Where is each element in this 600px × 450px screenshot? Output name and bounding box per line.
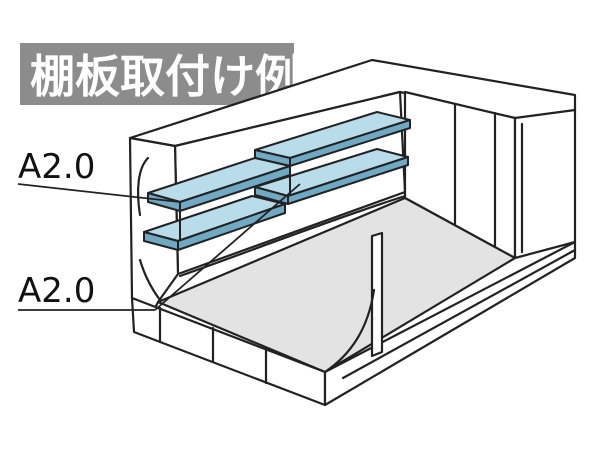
- shelf-upper-front: [147, 157, 291, 212]
- shelf-side: [287, 156, 409, 205]
- right-pillar: [513, 108, 577, 260]
- label-upper-a2: A2.0: [18, 147, 95, 187]
- shelf-side: [289, 119, 411, 167]
- shelves: [143, 111, 411, 251]
- shelf-lower-back: [254, 148, 409, 205]
- left-wall-rear-edge: [137, 156, 150, 217]
- shelf-upper-back: [254, 111, 411, 167]
- title-background: [20, 43, 294, 105]
- leader-line-upper: [17, 183, 181, 203]
- title-banner: 棚板取付け例: [20, 43, 300, 105]
- title-text: 棚板取付け例: [30, 50, 300, 103]
- door-post: [370, 231, 384, 358]
- shelf-side: [177, 203, 286, 251]
- annotations: A2.0 A2.0: [17, 147, 301, 311]
- leader-line-lower-diag: [154, 183, 301, 311]
- right-front-base: [323, 240, 577, 407]
- label-lower-a2: A2.0: [18, 271, 95, 311]
- door-swing-curve: [323, 288, 376, 374]
- left-wall-curve: [138, 258, 162, 302]
- floor: [156, 196, 517, 374]
- door-sill: [341, 248, 577, 380]
